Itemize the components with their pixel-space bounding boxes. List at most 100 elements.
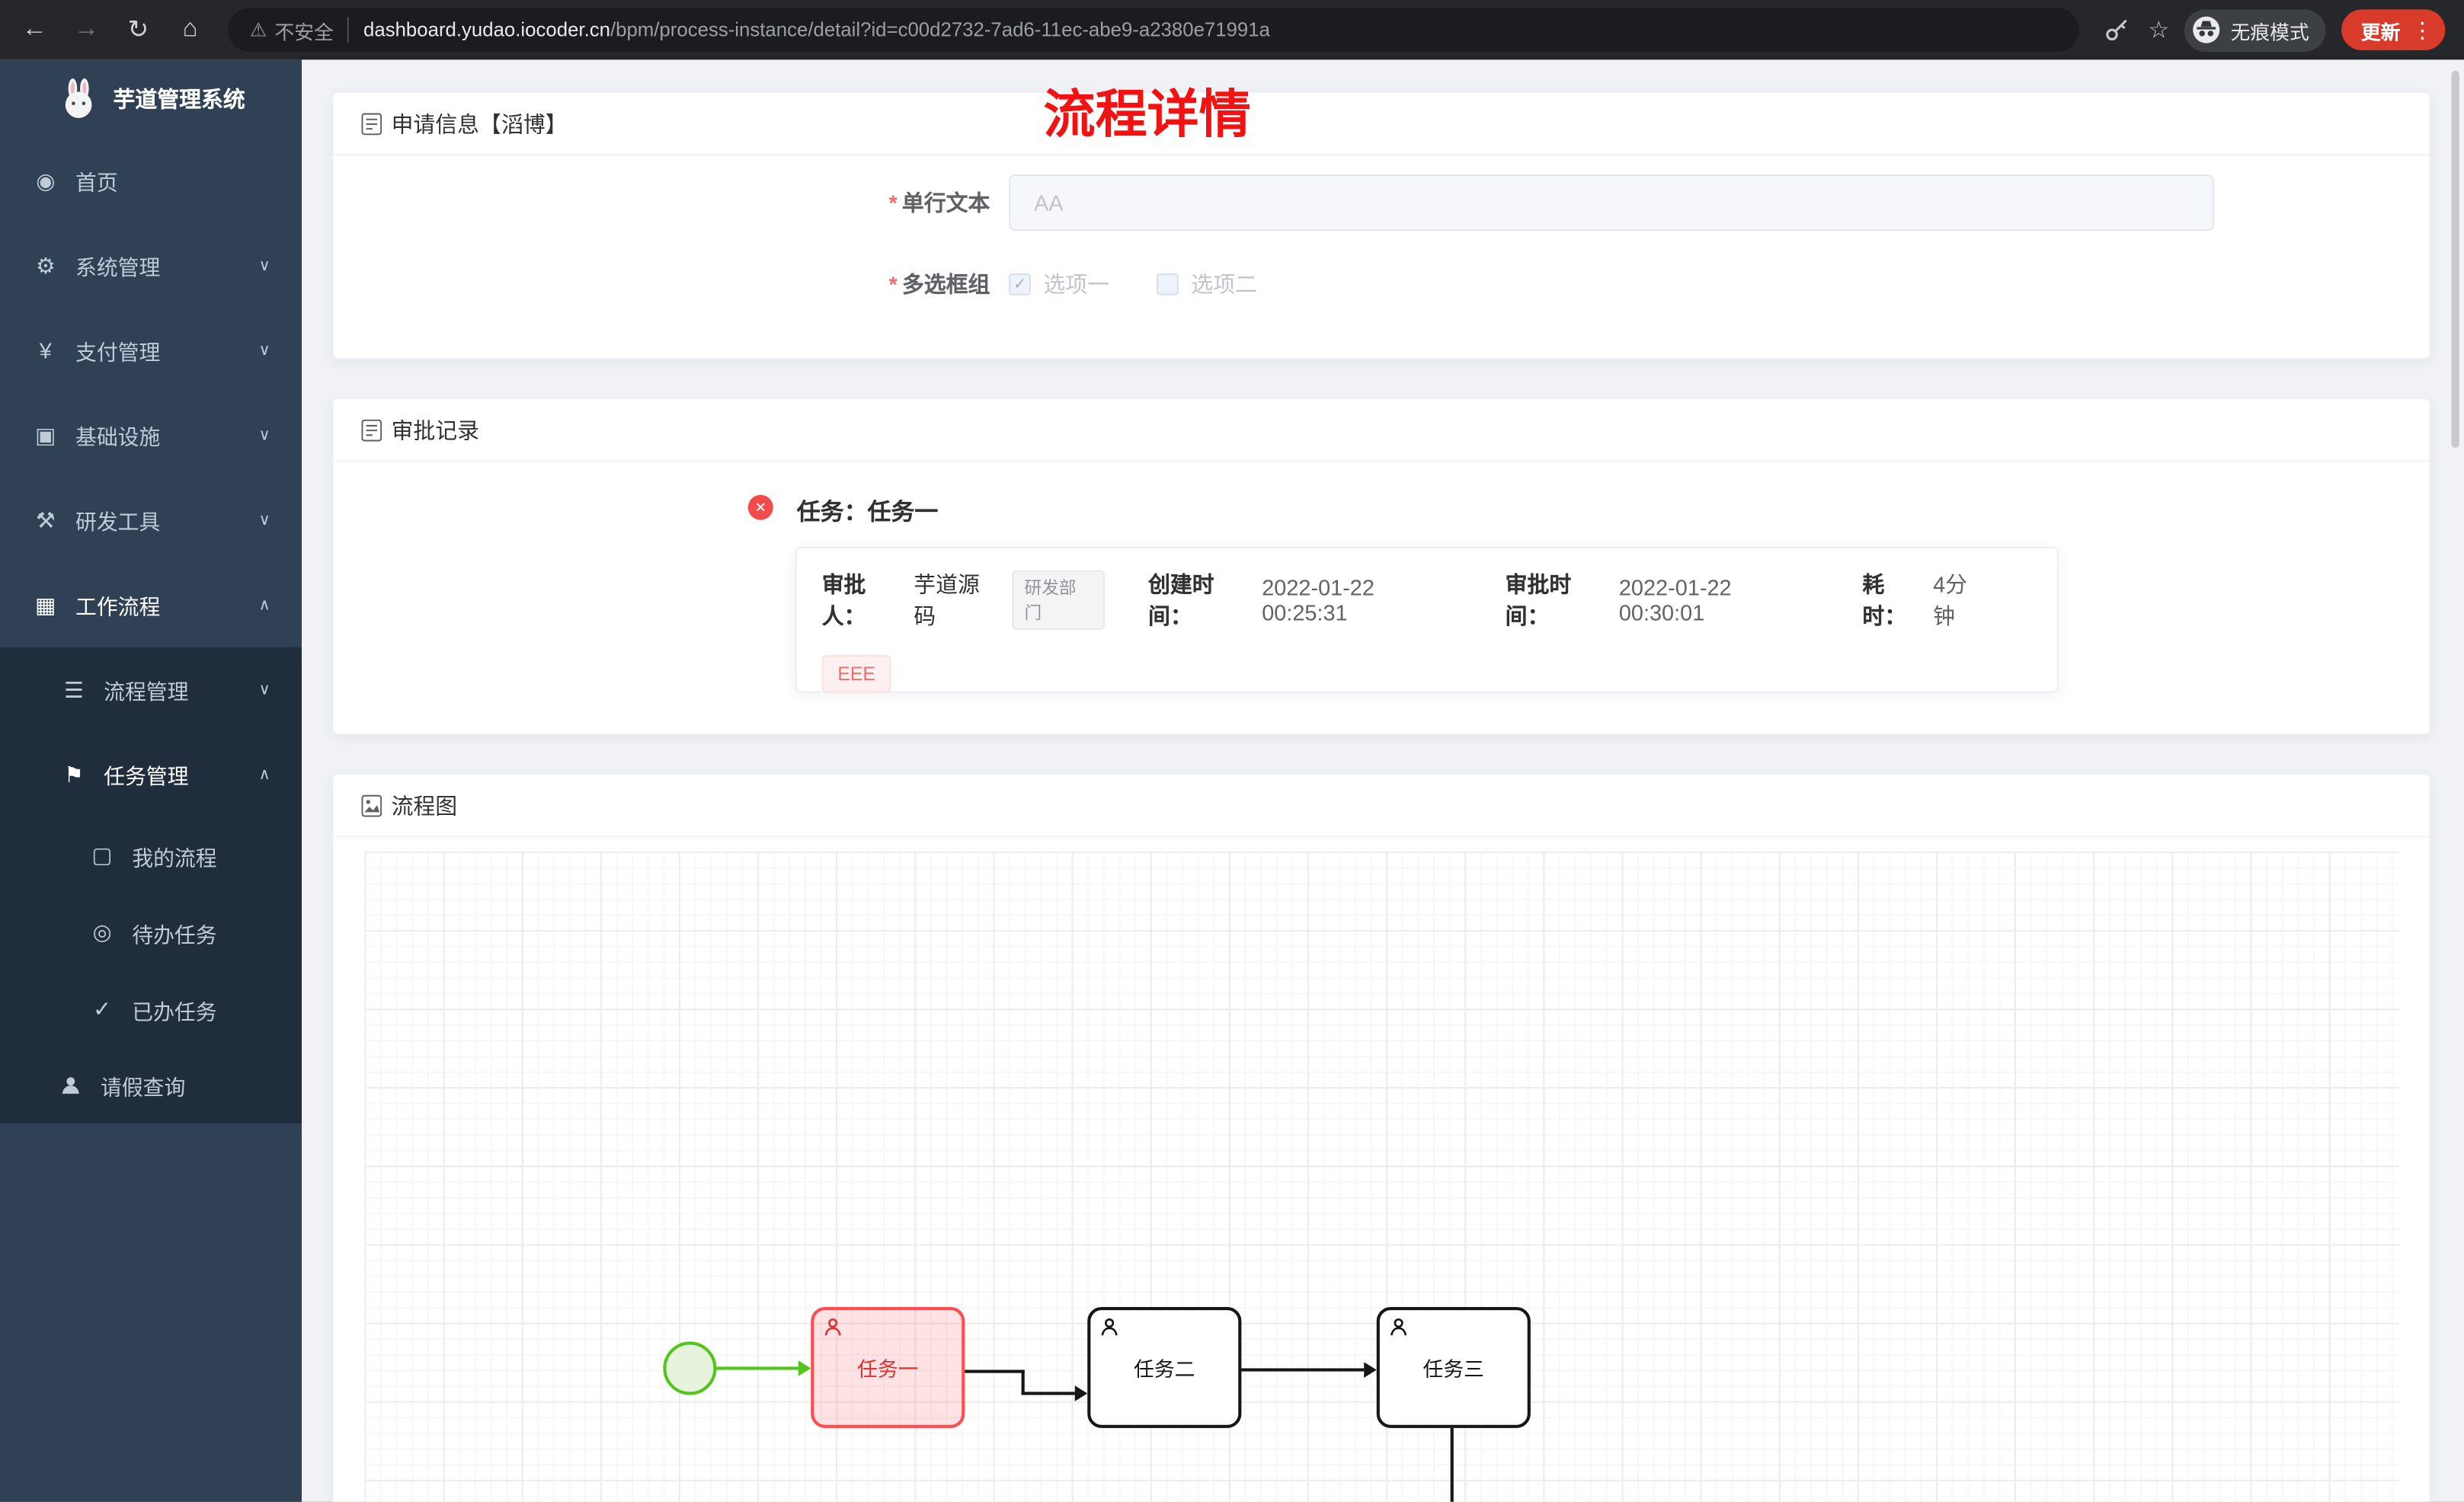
sidebar-item-label: 研发工具	[75, 510, 161, 535]
sidebar-item-system-management[interactable]: ⚙ 系统管理 ∨	[0, 223, 302, 308]
update-label: 更新	[2360, 21, 2401, 43]
check-icon: ✓	[92, 995, 112, 1021]
field-label: *单行文本	[888, 190, 990, 216]
approver-field: 审批人： 芋道源码 研发部门	[822, 569, 1105, 632]
sidebar-item-label: 待办任务	[132, 922, 217, 947]
workflow-submenu: ☰ 流程管理 ∨ ⚑ 任务管理 ∧ ▢ 我的流程 ◎ 待办任务 ✓ 已办任务	[0, 647, 302, 1123]
chevron-down-icon: ∨	[258, 257, 270, 274]
flow-line	[716, 1366, 802, 1370]
incognito-label: 无痕模式	[2230, 21, 2309, 43]
user-task-icon	[1100, 1318, 1119, 1341]
checkbox-option-1[interactable]: ✓ 选项一	[1009, 269, 1109, 300]
main-content: 流程详情 申请信息【滔博】 *单行文本 *多选框组	[302, 59, 2464, 1502]
approval-records-header: 审批记录	[333, 399, 2430, 462]
incognito-badge: 无痕模式	[2184, 8, 2327, 52]
menu-dots-icon[interactable]: ⋮	[2411, 16, 2434, 42]
apply-info-header: 申请信息【滔博】	[333, 93, 2430, 156]
browser-toolbar: ← → ↻ ⌂ ⚠ 不安全 dashboard.yudao.iocoder.cn…	[0, 0, 2464, 60]
sidebar-item-label: 工作流程	[75, 595, 161, 619]
process-list-icon: ☰	[63, 676, 84, 701]
my-process-icon: ▢	[91, 842, 113, 868]
flow-line	[1450, 1427, 1454, 1502]
user-task-icon	[824, 1318, 843, 1341]
bpmn-task-2[interactable]: 任务二	[1087, 1307, 1242, 1428]
apply-info-card: 申请信息【滔博】 *单行文本 *多选框组 ✓ 选项一 选项二	[331, 91, 2431, 360]
bookmark-star-icon[interactable]: ☆	[2148, 17, 2170, 44]
chevron-down-icon: ∨	[258, 426, 270, 444]
back-icon[interactable]: ←	[21, 15, 47, 43]
url-path: /bpm/process-instance/detail?id=c00d2732…	[610, 18, 1270, 41]
user-task-icon	[1389, 1318, 1408, 1341]
sidebar-item-process-management[interactable]: ☰ 流程管理 ∨	[0, 647, 302, 732]
sidebar-item-todo-tasks[interactable]: ◎ 待办任务	[0, 894, 302, 971]
devtools-icon: ⚒	[35, 507, 56, 532]
yen-icon: ¥	[39, 337, 52, 363]
checkbox-label: 选项一	[1043, 271, 1110, 297]
home-icon[interactable]: ⌂	[182, 15, 198, 43]
flow-arrowhead	[1364, 1362, 1377, 1378]
app-title: 芋道管理系统	[113, 86, 245, 112]
incognito-icon	[2194, 16, 2221, 43]
refresh-icon[interactable]: ↻	[127, 17, 149, 44]
flow-line	[1241, 1368, 1365, 1372]
bpmn-task-3[interactable]: 任务三	[1376, 1307, 1531, 1428]
flow-line	[1021, 1369, 1025, 1395]
duration-field: 耗时： 4分钟	[1862, 571, 1968, 628]
approval-records-card: 审批记录 ✕ 任务：任务一 审批人： 芋道源码 研发部门 创建时间： 2022-…	[331, 397, 2431, 736]
chevron-down-icon: ∨	[258, 341, 270, 360]
sidebar-item-label: 系统管理	[75, 256, 161, 280]
scrollbar[interactable]	[2451, 70, 2459, 448]
process-diagram-card: 流程图 任务一	[331, 772, 2431, 1502]
required-mark: *	[888, 190, 898, 216]
chevron-up-icon: ∧	[258, 765, 270, 784]
task-label: 任务二	[1134, 1357, 1195, 1381]
task-label: 任务一	[857, 1357, 919, 1381]
card-title: 申请信息【滔博】	[391, 110, 568, 136]
bpmn-canvas[interactable]: 任务一 任务二	[364, 851, 2400, 1502]
sidebar-item-done-tasks[interactable]: ✓ 已办任务	[0, 971, 302, 1048]
created-time-field: 创建时间： 2022-01-22 00:25:31	[1148, 571, 1374, 628]
flow-line	[1021, 1392, 1075, 1395]
address-bar[interactable]: ⚠ 不安全 dashboard.yudao.iocoder.cn/bpm/pro…	[228, 8, 2079, 53]
flow-arrowhead	[1074, 1385, 1088, 1401]
approval-detail-box: 审批人： 芋道源码 研发部门 创建时间： 2022-01-22 00:25:31…	[795, 546, 2059, 693]
task-label: 任务三	[1422, 1357, 1485, 1381]
flow-line	[965, 1369, 1025, 1373]
eye-icon: ◎	[92, 919, 112, 944]
security-label[interactable]: 不安全	[274, 21, 334, 43]
sidebar-item-payment-management[interactable]: ¥ 支付管理 ∨	[0, 308, 302, 392]
bpmn-start-event[interactable]	[663, 1341, 717, 1395]
approval-fields-line: 审批人： 芋道源码 研发部门 创建时间： 2022-01-22 00:25:31…	[822, 569, 2032, 632]
update-button[interactable]: 更新 ⋮	[2342, 9, 2446, 50]
sidebar-item-dev-tools[interactable]: ⚒ 研发工具 ∨	[0, 478, 302, 562]
checkbox-label: 选项二	[1191, 271, 1257, 297]
checkbox-option-2[interactable]: 选项二	[1157, 269, 1257, 300]
card-title: 审批记录	[391, 417, 480, 443]
single-line-text-input[interactable]	[1009, 174, 2215, 232]
sidebar-item-my-processes[interactable]: ▢ 我的流程	[0, 817, 302, 894]
sidebar-item-label: 已办任务	[132, 999, 217, 1024]
task-title: 任务：任务一	[796, 499, 939, 526]
sidebar-item-label: 任务管理	[104, 765, 189, 789]
url-domain: dashboard.yudao.iocoder.cn	[363, 18, 610, 41]
chevron-up-icon: ∧	[258, 596, 270, 614]
sidebar-item-home[interactable]: ◉ 首页	[0, 139, 302, 223]
sidebar-item-label: 流程管理	[104, 680, 189, 704]
checkbox-group: ✓ 选项一 选项二	[1009, 269, 1257, 300]
app-logo-row: 芋道管理系统	[0, 59, 302, 138]
sidebar-item-task-management[interactable]: ⚑ 任务管理 ∧	[0, 732, 302, 817]
sidebar-item-infrastructure[interactable]: ▣ 基础设施 ∨	[0, 393, 302, 478]
approved-time-field: 审批时间： 2022-01-22 00:30:01	[1505, 571, 1732, 628]
sidebar-item-label: 基础设施	[75, 425, 161, 449]
person-icon	[56, 1075, 85, 1097]
flow-arrowhead	[798, 1360, 811, 1376]
key-icon[interactable]	[2104, 18, 2130, 43]
document-icon	[361, 112, 382, 135]
sidebar-item-leave-query[interactable]: 请假查询	[0, 1048, 302, 1123]
bpmn-task-1[interactable]: 任务一	[811, 1307, 965, 1428]
sidebar-item-workflow[interactable]: ▦ 工作流程 ∧	[0, 562, 302, 647]
forward-icon[interactable]: →	[73, 15, 99, 43]
gear-icon: ⚙	[35, 252, 56, 278]
task-flag-icon: ⚑	[63, 761, 84, 787]
